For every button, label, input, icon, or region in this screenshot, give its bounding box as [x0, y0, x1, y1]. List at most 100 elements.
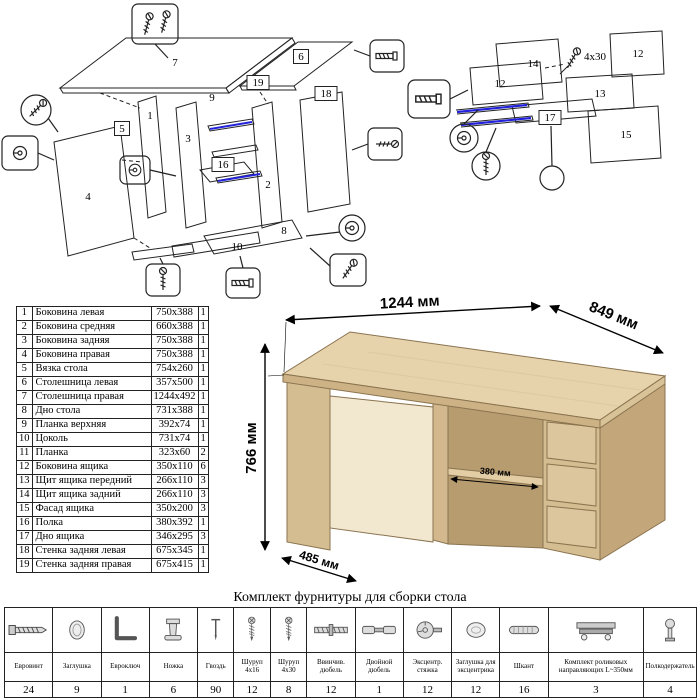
- part-qty: 1: [197, 432, 209, 447]
- height-dimension-label: 766 мм: [243, 422, 260, 473]
- screw-size-note: 4x30: [584, 51, 607, 63]
- double-dowel-icon: [355, 608, 403, 653]
- part-number-label: 12: [633, 48, 644, 60]
- part-number: 9: [16, 418, 33, 433]
- hardware-item-qty: 4: [667, 683, 673, 696]
- part-name: Щит ящика задний: [31, 488, 152, 503]
- part-number: 1: [16, 306, 33, 321]
- drawer-facade: [587, 105, 662, 164]
- cam-cap-icon: [452, 608, 500, 653]
- base-dimension-line: [281, 555, 357, 584]
- part-number-label: 1: [147, 110, 153, 122]
- hardware-item-qty: 12: [246, 683, 258, 696]
- part-qty: 1: [197, 390, 209, 405]
- part-number: 6: [16, 376, 33, 391]
- desk-back-wall: [329, 395, 434, 543]
- part-number: 10: [16, 432, 33, 447]
- hardware-item-name: Шкант: [500, 653, 548, 682]
- part-size: 357x500: [150, 376, 199, 391]
- part-number-label: 6: [298, 51, 304, 63]
- part-name: Вязка стола: [31, 362, 152, 377]
- hardware-item-qty: 12: [421, 683, 433, 696]
- hardware-item-qty: 12: [325, 683, 337, 696]
- part-name: Столешница правая: [31, 390, 152, 405]
- leg-icon: [149, 608, 197, 653]
- hardware-callouts: [407, 45, 583, 191]
- top-plank: [131, 243, 195, 261]
- hex-key-icon: [101, 608, 149, 653]
- hardware-item-name: Эксцентр. стяжка: [403, 653, 452, 682]
- part-name: Планка: [31, 446, 152, 461]
- nail-icon: [198, 608, 234, 653]
- part-qty: 1: [197, 558, 209, 573]
- part-name: Цоколь: [31, 432, 152, 447]
- hardware-item-name: Заглушка: [53, 653, 101, 682]
- part-name: Боковина задняя: [31, 334, 152, 349]
- part-number: 2: [16, 320, 33, 335]
- part-number-label: 8: [281, 225, 287, 237]
- width-dimension-label: 1244 мм: [379, 296, 440, 313]
- part-number: 7: [16, 390, 33, 405]
- part-number: 8: [16, 404, 33, 419]
- part-number: 14: [16, 488, 33, 503]
- panel-side-right: [53, 125, 135, 257]
- part-number-label: 17: [545, 112, 557, 124]
- hardware-item-name: Двойной дюбель: [355, 653, 403, 682]
- part-number-label: 18: [321, 88, 333, 100]
- euro-screw-icon: [5, 608, 53, 653]
- part-number-label: 15: [621, 129, 633, 141]
- desk-left-panel: [286, 381, 331, 551]
- part-name: Полка: [31, 516, 152, 531]
- part-size: 350x110: [150, 460, 199, 475]
- desk-middle-panel: [432, 400, 449, 545]
- part-number-label: 4: [85, 191, 91, 203]
- hardware-item-qty: 6: [170, 683, 177, 696]
- part-size: 731x74: [150, 432, 199, 447]
- part-number: 4: [16, 348, 33, 363]
- cap-icon: [53, 608, 101, 653]
- part-size: 346x295: [150, 530, 199, 545]
- part-qty: 2: [197, 446, 209, 461]
- part-number-label: 3: [185, 133, 191, 145]
- hardware-item-name: Заглушка для эксцентрика: [452, 653, 500, 682]
- part-qty: 3: [197, 530, 209, 545]
- part-number: 15: [16, 502, 33, 517]
- part-qty: 1: [197, 320, 209, 335]
- panel-side-left: [137, 95, 167, 219]
- hardware-item-name: Евроключ: [101, 653, 149, 682]
- part-label-box: [538, 110, 562, 125]
- dimension-lines: [260, 301, 664, 584]
- hardware-item-name: Ввинчив. дюбель: [307, 653, 355, 682]
- part-size: 750x388: [150, 334, 199, 349]
- part-size: 675x415: [150, 558, 199, 573]
- part-qty: 1: [197, 404, 209, 419]
- part-number-label: 10: [232, 241, 244, 253]
- depth-dimension-line: [549, 304, 664, 355]
- part-size: 675x345: [150, 544, 199, 559]
- drawer-side-left: [469, 61, 544, 106]
- wood-dowel-icon: [500, 608, 548, 653]
- part-name: Планка верхняя: [31, 418, 152, 433]
- part-name: Боковина средняя: [31, 320, 152, 335]
- desk-dimension-figure: 1244 мм 849 мм 766 мм 380 мм 485 мм: [243, 296, 667, 584]
- part-number-label: 14: [528, 58, 540, 70]
